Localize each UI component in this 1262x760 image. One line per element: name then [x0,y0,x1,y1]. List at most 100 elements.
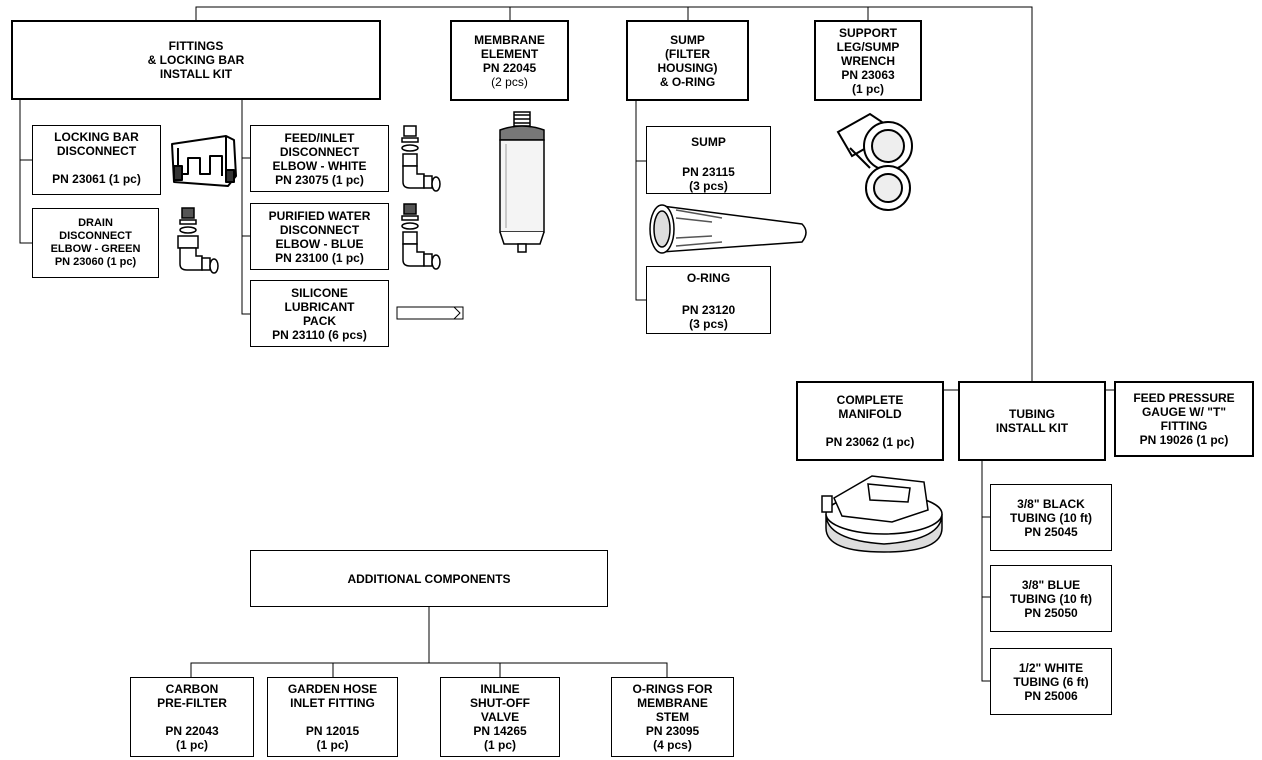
garden-line-2: INLET FITTING [290,696,375,710]
sump-qty: (3 pcs) [689,179,728,193]
purified-line-3: ELBOW - BLUE [275,236,364,251]
valve-line-5: (1 pc) [483,738,516,752]
garden-line-1: GARDEN HOSE [287,682,378,696]
fittings-kit-line-3: INSTALL KIT [159,67,233,81]
tubing-white-box: 1/2" WHITE TUBING (6 ft) PN 25006 [990,648,1112,715]
manifold-line-2: MANIFOLD [838,407,902,421]
silicone-line-2: LUBRICANT [284,299,355,314]
drain-line-4: PN 23060 (1 pc) [54,256,137,268]
tubing-kit-line-1: TUBING [1009,407,1055,421]
valve-line-3: VALVE [480,710,520,724]
membrane-line-3: PN 22045 [482,60,537,75]
valve-line-4: PN 14265 [473,724,527,738]
purified-water-box: PURIFIED WATER DISCONNECT ELBOW - BLUE P… [250,203,389,270]
locking-bar-line-2: DISCONNECT [56,144,137,158]
tubing-blue-line-1: 3/8" BLUE [1021,577,1081,592]
sump-title: SUMP [691,135,726,149]
feed-elbow-icon [401,125,441,192]
garden-pn: PN 12015 [305,724,360,738]
additional-components-box: ADDITIONAL COMPONENTS [250,550,608,607]
sump-box: SUMP PN 23115 (3 pcs) [646,126,771,194]
tubing-black-line-3: PN 25045 [1024,524,1078,539]
manifold-pn: PN 23062 (1 pc) [825,435,915,449]
feed-inlet-line-2: DISCONNECT [279,144,360,159]
membrane-box: MEMBRANE ELEMENT PN 22045 (2 pcs) [450,20,569,101]
tubing-white-line-2: TUBING (6 ft) [1013,674,1089,689]
carbon-qty: (1 pc) [175,738,208,752]
fittings-kit-line-2: & LOCKING BAR [147,53,245,67]
support-leg-line-3: WRENCH [841,53,895,68]
orings-line-2: MEMBRANE [637,696,708,710]
garden-hose-box: GARDEN HOSE INLET FITTING PN 12015 (1 pc… [267,677,398,757]
additional-components-title: ADDITIONAL COMPONENTS [347,571,511,586]
sump-wrench-icon [836,112,913,211]
tubing-kit-line-2: INSTALL KIT [995,421,1069,435]
feed-inlet-line-1: FEED/INLET [284,130,355,145]
support-leg-line-1: SUPPORT [838,25,897,40]
manifold-icon [821,475,943,553]
support-leg-line-4: PN 23063 [841,67,895,82]
silicone-line-3: PACK [302,313,337,328]
valve-line-2: SHUT-OFF [470,696,530,710]
tubing-black-line-1: 3/8" BLACK [1017,496,1085,511]
orings-line-1: O-RINGS FOR [632,682,713,696]
sump-housing-line-2: (FILTER [664,46,711,61]
membrane-line-1: MEMBRANE [474,32,545,47]
gauge-line-2: GAUGE W/ "T" [1141,405,1227,419]
orings-line-5: (4 pcs) [653,738,692,752]
purified-elbow-icon [401,203,441,270]
sump-pn: PN 23115 [682,165,735,179]
support-leg-line-2: LEG/SUMP [836,39,900,54]
tubing-blue-line-3: PN 25050 [1024,605,1078,620]
carbon-pn: PN 22043 [165,724,219,738]
silicone-line-4: PN 23110 (6 pcs) [272,327,367,342]
purified-line-2: DISCONNECT [279,222,360,237]
locking-bar-line-1: LOCKING BAR [54,130,139,144]
support-leg-box: SUPPORT LEG/SUMP WRENCH PN 23063 (1 pc) [814,20,922,101]
carbon-line-2: PRE-FILTER [157,696,227,710]
silicone-pack-box: SILICONE LUBRICANT PACK PN 23110 (6 pcs) [250,280,389,347]
fittings-kit-box: FITTINGS & LOCKING BAR INSTALL KIT [11,20,381,100]
sump-housing-icon [649,204,807,254]
purified-line-1: PURIFIED WATER [268,208,371,223]
feed-inlet-box: FEED/INLET DISCONNECT ELBOW - WHITE PN 2… [250,125,389,192]
carbon-line-1: CARBON [165,682,219,696]
support-leg-line-5: (1 pc) [851,81,884,96]
drain-elbow-box: DRAIN DISCONNECT ELBOW - GREEN PN 23060 … [32,208,159,278]
feed-inlet-line-4: PN 23075 (1 pc) [275,172,364,187]
manifold-box: COMPLETE MANIFOLD PN 23062 (1 pc) [796,381,944,461]
oring-box: O-RING PN 23120 (3 pcs) [646,266,771,334]
garden-qty: (1 pc) [316,738,349,752]
pressure-gauge-box: FEED PRESSURE GAUGE W/ "T" FITTING PN 19… [1114,381,1254,457]
tubing-blue-box: 3/8" BLUE TUBING (10 ft) PN 25050 [990,565,1112,632]
membrane-line-4: (2 pcs) [491,74,528,89]
oring-qty: (3 pcs) [689,317,728,331]
membrane-orings-box: O-RINGS FOR MEMBRANE STEM PN 23095 (4 pc… [611,677,734,757]
fittings-kit-line-1: FITTINGS [168,39,224,53]
sump-housing-line-4: & O-RING [659,74,716,89]
drain-line-2: DISCONNECT [59,230,132,242]
drain-line-1: DRAIN [78,217,113,229]
gauge-line-3: FITTING [1160,419,1208,433]
tubing-black-line-2: TUBING (10 ft) [1010,510,1092,525]
purified-line-4: PN 23100 (1 pc) [275,250,364,265]
lubricant-pack-icon [396,306,464,320]
carbon-prefilter-box: CARBON PRE-FILTER PN 22043 (1 pc) [130,677,254,757]
sump-housing-line-3: HOUSING) [657,60,718,75]
silicone-line-1: SILICONE [291,285,348,300]
manifold-line-1: COMPLETE [836,393,904,407]
locking-bar-icon [171,135,237,187]
oring-pn: PN 23120 [681,303,736,317]
valve-line-1: INLINE [480,682,520,696]
tubing-kit-box: TUBING INSTALL KIT [958,381,1106,461]
locking-bar-pn: PN 23061 (1 pc) [52,172,141,186]
tubing-blue-line-2: TUBING (10 ft) [1010,591,1092,606]
drain-line-3: ELBOW - GREEN [50,243,141,255]
tubing-black-box: 3/8" BLACK TUBING (10 ft) PN 25045 [990,484,1112,551]
oring-title: O-RING [686,271,731,285]
gauge-line-1: FEED PRESSURE [1133,391,1235,405]
membrane-line-2: ELEMENT [480,46,539,61]
sump-housing-box: SUMP (FILTER HOUSING) & O-RING [626,20,749,101]
tubing-white-line-3: PN 25006 [1024,688,1078,703]
